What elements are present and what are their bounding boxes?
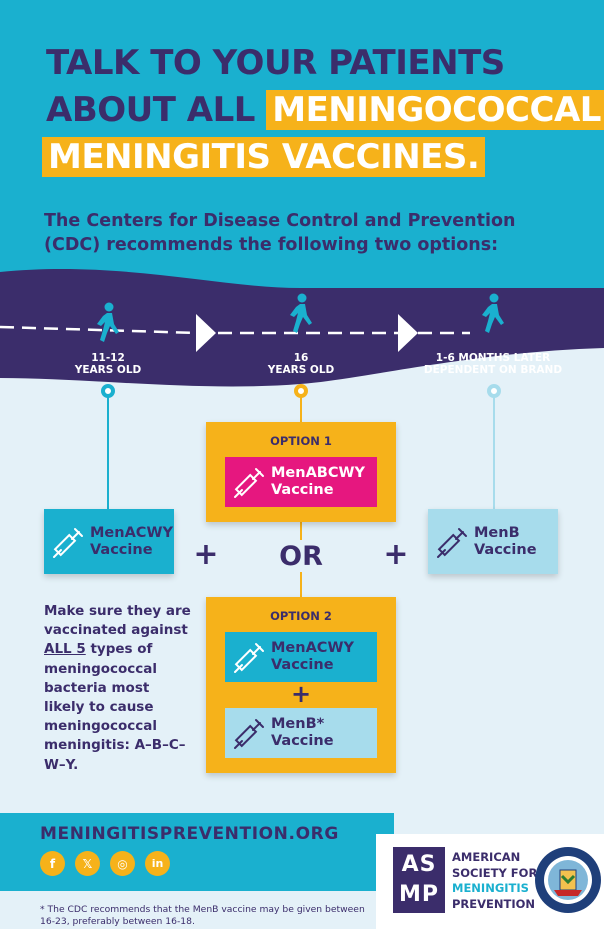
timeline-band <box>0 269 604 387</box>
connector-line <box>300 520 302 540</box>
vaccination-note: Make sure they are vaccinated against AL… <box>44 602 194 775</box>
asmp-logo-mark: AS MP <box>393 847 445 913</box>
x-icon[interactable]: 𝕏 <box>75 851 100 876</box>
timeline-label-line: 1-6 MONTHS LATER <box>435 352 551 364</box>
menb-vaccine-card: MenB*Vaccine <box>225 708 377 758</box>
headline-line-1: TALK TO YOUR PATIENTS <box>46 43 505 83</box>
timeline-label-16: 16 YEARS OLD <box>255 352 347 376</box>
headline: TALK TO YOUR PATIENTS ABOUT ALL MENINGOC… <box>42 40 604 181</box>
timeline-pin <box>487 384 501 398</box>
note-letters: A–B–C–W–Y. <box>44 737 186 773</box>
vaccine-name: MenB* <box>271 716 325 732</box>
connector-line <box>300 397 302 425</box>
vaccine-name: MenACWY <box>90 524 173 541</box>
headline-line-2-plain: ABOUT ALL <box>46 90 267 130</box>
option-1-label: OPTION 1 <box>270 434 332 448</box>
syringe-icon <box>437 527 467 558</box>
timeline-pin <box>101 384 115 398</box>
timeline-label-later: 1-6 MONTHS LATER DEPENDENT ON BRAND <box>418 352 568 376</box>
timeline-pin <box>294 384 308 398</box>
timeline-label-line: 11-12 <box>91 352 125 364</box>
plus-sign: + <box>193 537 219 572</box>
facebook-icon[interactable]: f <box>40 851 65 876</box>
timeline-label-line: 16 <box>293 352 309 364</box>
website-link[interactable]: MENINGITISPREVENTION.ORG <box>40 824 339 844</box>
vaccine-word: Vaccine <box>271 733 334 749</box>
note-emphasis: ALL 5 <box>44 641 86 658</box>
headline-line-2: ABOUT ALL MENINGOCOCCAL <box>46 87 604 134</box>
vaccine-word: Vaccine <box>271 482 334 498</box>
walking-person-icon <box>97 302 119 342</box>
vaccine-name: MenB <box>474 524 520 541</box>
logo-mark-top: AS <box>401 852 437 877</box>
state-seal-icon <box>535 847 601 913</box>
organization-name: AMERICAN SOCIETY FOR MENINGITIS PREVENTI… <box>452 850 542 912</box>
subheading: The Centers for Disease Control and Prev… <box>44 211 516 255</box>
vaccine-name: MenABCWY <box>271 465 365 481</box>
org-line: AMERICAN <box>452 850 521 864</box>
vaccine-name: MenACWY <box>271 640 354 656</box>
headline-highlight-2: MENINGITIS VACCINES. <box>42 137 486 177</box>
connector-line <box>300 572 302 598</box>
org-line: PREVENTION <box>452 896 536 911</box>
footer-bar: MENINGITISPREVENTION.ORG f 𝕏 ◎ in <box>0 813 394 891</box>
walking-person-icon <box>482 293 504 333</box>
syringe-icon <box>234 719 264 749</box>
org-line: MENINGITIS <box>452 881 529 895</box>
timeline-label-line: YEARS OLD <box>267 364 335 376</box>
headline-line-3: MENINGITIS VACCINES. <box>42 134 566 181</box>
or-label: OR <box>279 541 323 572</box>
vaccine-word: Vaccine <box>271 657 334 673</box>
plus-sign: + <box>383 537 409 572</box>
timeline-label-line: DEPENDENT ON BRAND <box>423 364 563 376</box>
instagram-icon[interactable]: ◎ <box>110 851 135 876</box>
connector-line <box>493 397 495 509</box>
org-line: SOCIETY FOR <box>452 865 538 880</box>
walking-person-icon <box>290 293 312 333</box>
syringe-icon <box>234 468 264 498</box>
timeline-arrow-2 <box>398 314 418 352</box>
logo-mark-bottom: MP <box>398 882 440 907</box>
vaccine-word: Vaccine <box>474 541 537 558</box>
vaccine-word: Vaccine <box>90 541 153 558</box>
timeline-label-11-12: 11-12 YEARS OLD <box>62 352 154 376</box>
connector-line <box>107 397 109 509</box>
logo-panel: AS MP AMERICAN SOCIETY FOR MENINGITIS PR… <box>376 834 604 929</box>
note-text: Make sure they are vaccinated against <box>44 603 191 639</box>
timeline-dashes-1 <box>0 325 199 335</box>
headline-highlight-1: MENINGOCOCCAL <box>266 90 604 130</box>
timeline-arrow-1 <box>196 314 216 352</box>
option-2-label: OPTION 2 <box>270 609 332 623</box>
note-text: types of meningococcal bacteria most lik… <box>44 641 158 754</box>
syringe-icon <box>234 643 264 673</box>
plus-sign: + <box>290 680 312 708</box>
timeline-label-line: YEARS OLD <box>74 364 142 376</box>
footnote: * The CDC recommends that the MenB vacci… <box>40 904 365 927</box>
syringe-icon <box>53 527 83 558</box>
linkedin-icon[interactable]: in <box>145 851 170 876</box>
